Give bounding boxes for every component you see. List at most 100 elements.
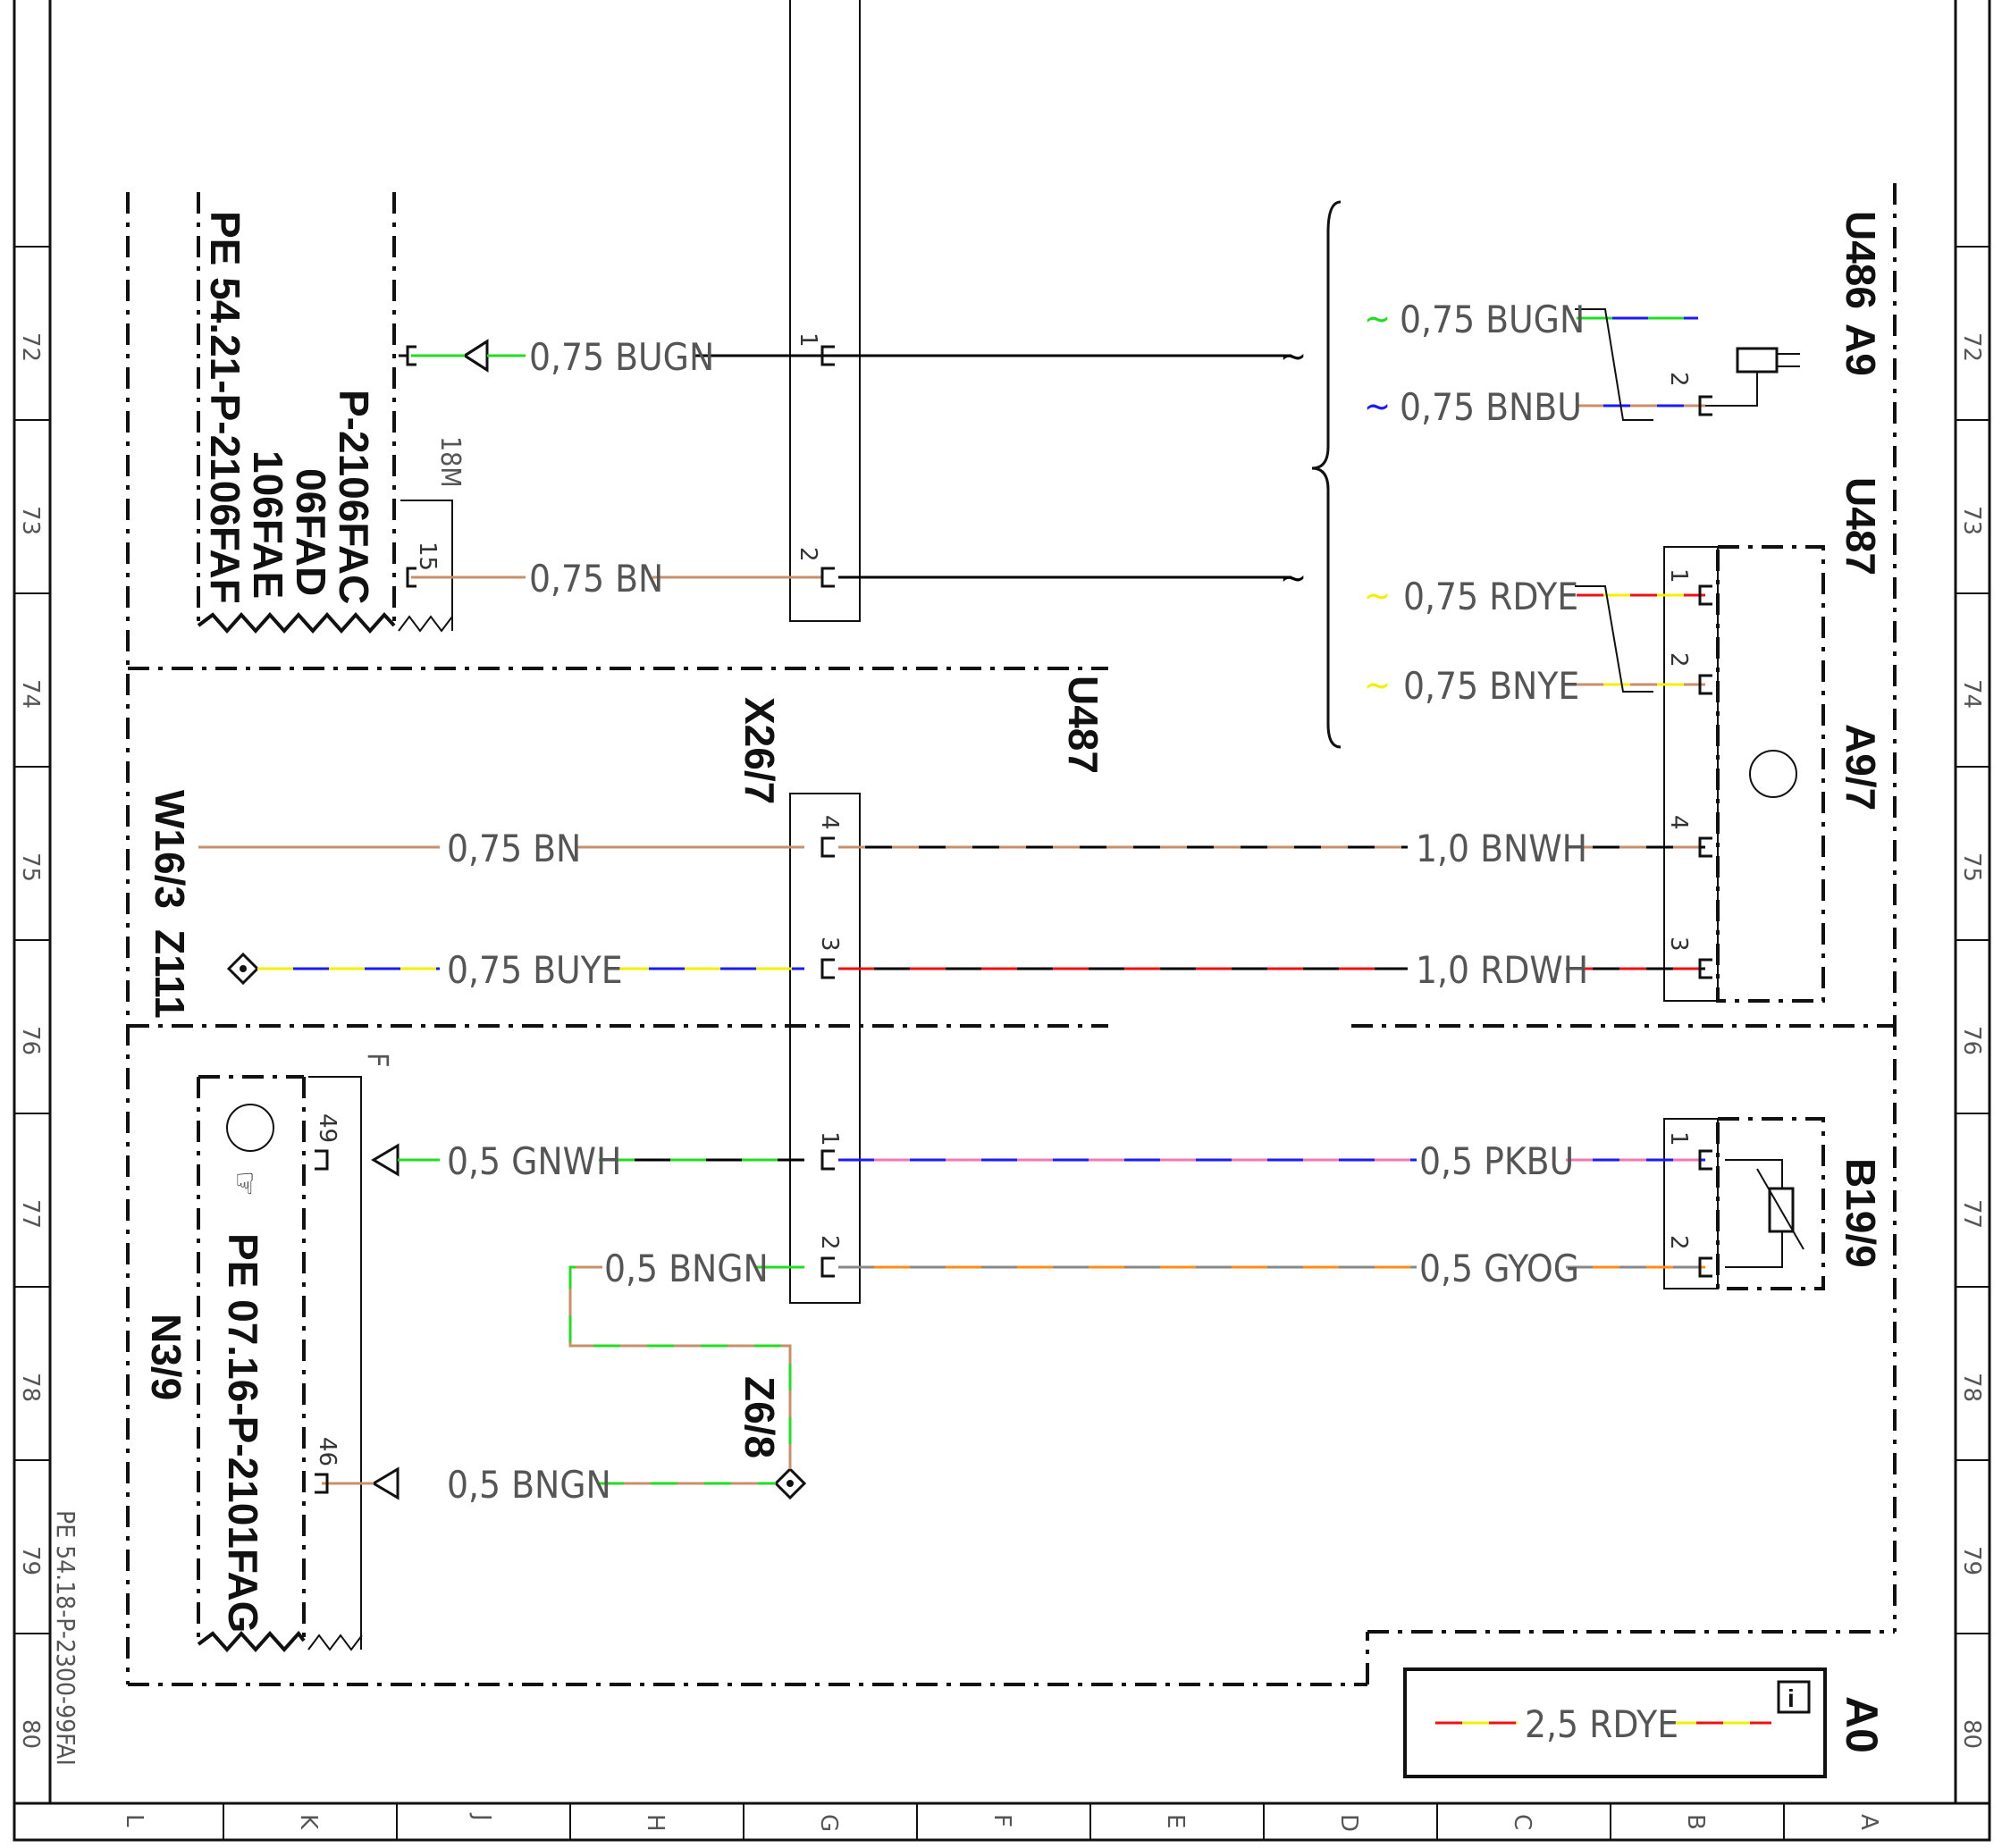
column-label: A bbox=[1855, 1814, 1882, 1830]
pin-number: 15 bbox=[414, 542, 441, 571]
label-n3-9: N3/9 bbox=[143, 1314, 189, 1400]
column-label: H bbox=[642, 1814, 669, 1832]
column-label: D bbox=[1335, 1814, 1362, 1832]
label-u486: U486 bbox=[1838, 211, 1884, 309]
row-label: 79 bbox=[17, 1546, 44, 1575]
pin-number: 2 bbox=[1665, 372, 1692, 387]
pin-number: 1 bbox=[795, 332, 821, 348]
column-label: K bbox=[295, 1814, 322, 1830]
row-label: 74 bbox=[17, 679, 44, 709]
wire-label: 1,0 RDWH bbox=[1416, 948, 1588, 992]
wire-label: 0,75 BNBU bbox=[1400, 385, 1582, 429]
ecu-ref-line3: 06FAD bbox=[288, 468, 334, 596]
wire-label: 0,75 BN bbox=[529, 557, 663, 601]
row-label: 76 bbox=[17, 1026, 44, 1055]
label-u487-mid: U487 bbox=[1060, 676, 1106, 774]
pin-number: 46 bbox=[314, 1437, 341, 1466]
svg-text:~: ~ bbox=[1364, 575, 1391, 617]
pin-number: 2 bbox=[1665, 1235, 1692, 1250]
column-label: G bbox=[815, 1814, 842, 1832]
terminals bbox=[315, 345, 1712, 1494]
pin-number: 1 bbox=[1665, 568, 1692, 584]
connectors: i bbox=[226, 0, 1827, 1778]
ecu-ref-line4: P-2106FAC bbox=[331, 390, 377, 604]
zigzags bbox=[197, 611, 453, 1653]
component-labels: U486 A9 U487 A9/7 U487 X26/7 W16/3 Z111 … bbox=[143, 211, 1887, 1753]
row-label: 78 bbox=[17, 1373, 44, 1402]
row-label: 75 bbox=[1958, 853, 1985, 882]
n3-9-ref: PE 07.16-P-2101FAG bbox=[220, 1233, 266, 1633]
row-label: 73 bbox=[17, 506, 44, 535]
info-icon: i bbox=[1788, 1684, 1795, 1712]
column-label: B bbox=[1682, 1814, 1709, 1830]
label-a9-7: A9/7 bbox=[1838, 724, 1884, 811]
column-label: L bbox=[121, 1814, 147, 1827]
pin-number: 4 bbox=[816, 815, 843, 830]
column-label: F bbox=[988, 1814, 1015, 1827]
label-18m: 18M bbox=[434, 436, 466, 488]
wire-label: 0,75 BUYE bbox=[447, 948, 623, 992]
wire-label: 0,75 BUGN bbox=[529, 335, 714, 379]
wire-label: 0,5 GYOG bbox=[1419, 1247, 1579, 1290]
wire-label: 0,5 PKBU bbox=[1419, 1139, 1574, 1183]
wire-label: 0,5 BNGN bbox=[604, 1247, 769, 1290]
label-f: F bbox=[361, 1053, 395, 1068]
row-label: 80 bbox=[1958, 1719, 1985, 1749]
pin-number: 4 bbox=[1665, 815, 1692, 830]
svg-text:~: ~ bbox=[1364, 298, 1391, 340]
label-a0: A0 bbox=[1837, 1696, 1887, 1753]
frame bbox=[13, 0, 1991, 1842]
row-label: 78 bbox=[1958, 1373, 1985, 1402]
row-label: 74 bbox=[1958, 679, 1985, 709]
column-strip: L K J H G F E D C B A bbox=[121, 1803, 1882, 1840]
pin-numbers: 15 1 2 2 1 2 4 3 1 2 4 3 1 2 49 46 bbox=[314, 332, 1692, 1466]
row-numbers-right: 72 73 74 75 76 77 78 79 80 bbox=[1958, 332, 1985, 1749]
boundaries bbox=[126, 183, 1897, 1686]
svg-text:~: ~ bbox=[1364, 665, 1391, 706]
pin-number: 3 bbox=[1665, 937, 1692, 952]
label-w16-3: W16/3 bbox=[147, 790, 193, 909]
svg-text:~: ~ bbox=[1280, 558, 1307, 599]
column-label: J bbox=[468, 1812, 495, 1821]
wire-label: 0,75 BNYE bbox=[1403, 664, 1579, 708]
pin-number: 1 bbox=[1665, 1131, 1692, 1147]
ecu-ref-line1: PE 54.21-P-2106FAF bbox=[202, 211, 248, 604]
pin-number: 2 bbox=[795, 547, 821, 562]
pin-number: 49 bbox=[314, 1113, 341, 1143]
row-label: 79 bbox=[1958, 1546, 1985, 1575]
doc-reference: PE 54.18-P-2300-99FAI bbox=[51, 1510, 80, 1766]
wire-label: 0,75 RDYE bbox=[1403, 575, 1578, 618]
wire-label: 0,5 GNWH bbox=[447, 1139, 621, 1183]
svg-text:~: ~ bbox=[1280, 336, 1307, 377]
row-ticks bbox=[14, 246, 1989, 1634]
pin-number: 2 bbox=[1665, 652, 1692, 668]
row-label: 75 bbox=[17, 853, 44, 882]
row-numbers-left: 72 73 74 75 76 77 78 79 80 bbox=[17, 332, 44, 1749]
wire-label: 2,5 RDYE bbox=[1525, 1702, 1678, 1746]
pin-number: 2 bbox=[816, 1235, 843, 1250]
wires: ~ ~ ~ ~ ~ ~ bbox=[198, 298, 1771, 1725]
label-b19-9: B19/9 bbox=[1838, 1158, 1884, 1268]
row-label: 72 bbox=[17, 332, 44, 362]
wire-label: 0,75 BN bbox=[447, 827, 581, 870]
column-label: C bbox=[1509, 1814, 1535, 1830]
wire-label: 1,0 BNWH bbox=[1416, 827, 1587, 870]
row-label: 76 bbox=[1958, 1026, 1985, 1055]
label-z111: Z111 bbox=[147, 929, 193, 1019]
pin-number: 1 bbox=[816, 1131, 843, 1147]
ecu-top-text: PE 54.21-P-2106FAF 106FAE 06FAD P-2106FA… bbox=[202, 211, 377, 604]
pin-number: 3 bbox=[816, 937, 843, 952]
label-z6-8: Z6/8 bbox=[736, 1376, 783, 1458]
svg-text:~: ~ bbox=[1364, 386, 1391, 427]
column-label: E bbox=[1162, 1814, 1189, 1828]
ecu-ref-line2: 106FAE bbox=[245, 450, 291, 599]
row-label: 77 bbox=[17, 1199, 44, 1229]
row-label: 72 bbox=[1958, 332, 1985, 362]
wire-labels: 0,75 BUGN 0,75 BN 0,75 BUGN 0,75 BNBU 0,… bbox=[447, 298, 1678, 1746]
row-label: 77 bbox=[1958, 1199, 1985, 1229]
row-label: 73 bbox=[1958, 506, 1985, 535]
label-u487-top: U487 bbox=[1838, 477, 1884, 575]
wire-label: 0,5 BNGN bbox=[447, 1463, 611, 1507]
label-x26-7: X26/7 bbox=[736, 697, 783, 804]
